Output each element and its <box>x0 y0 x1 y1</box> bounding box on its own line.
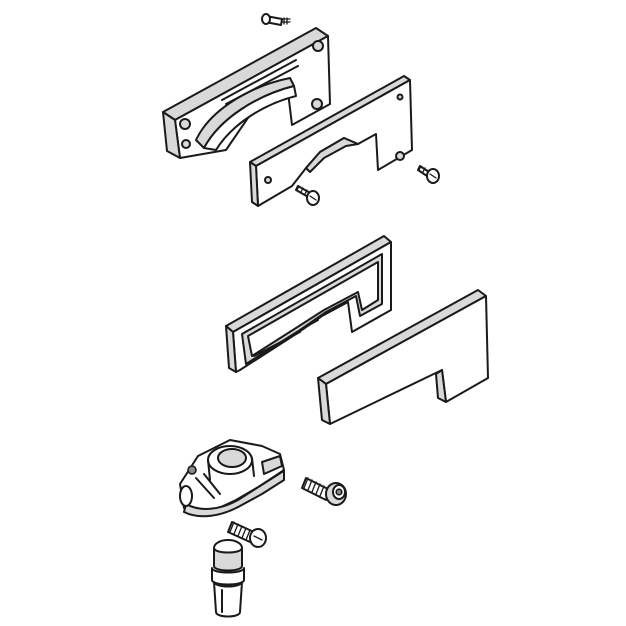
side-screw-left <box>295 185 320 206</box>
top-cover-plate <box>249 75 413 207</box>
pin-screw <box>227 521 267 548</box>
gasket-frame <box>225 235 392 373</box>
top-pivot-plate <box>162 27 331 159</box>
pivot-pin <box>211 539 245 618</box>
clamp-screw <box>301 477 347 506</box>
top-plate-screw <box>261 13 291 26</box>
side-screw-right <box>417 165 440 184</box>
l-cover-plate <box>317 289 489 425</box>
pivot-clamp <box>179 439 285 518</box>
